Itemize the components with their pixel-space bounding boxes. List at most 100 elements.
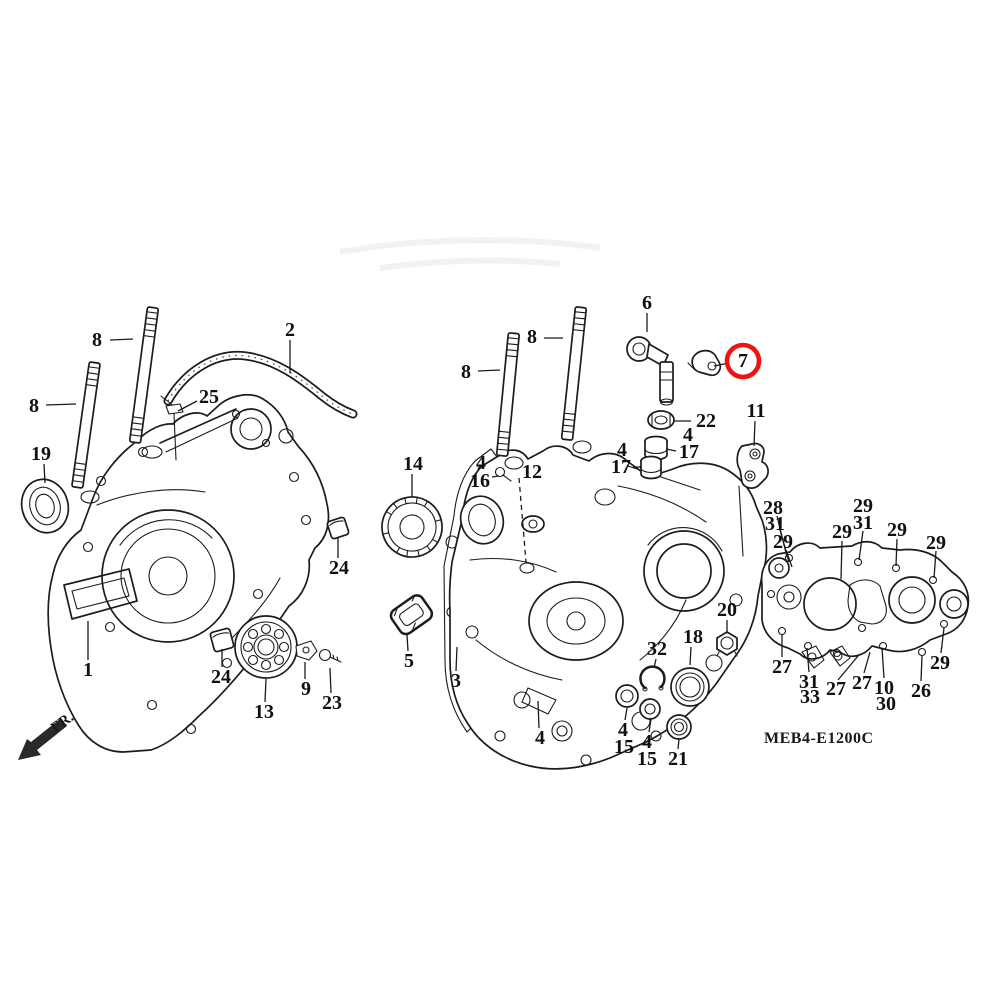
part-label-15: 15 bbox=[637, 748, 657, 770]
part-label-15: 15 bbox=[614, 736, 634, 758]
part-label-11: 11 bbox=[747, 400, 766, 422]
rubber-mount-17-upper bbox=[644, 435, 668, 461]
leader-line-4 bbox=[537, 700, 540, 729]
nut-20 bbox=[716, 631, 738, 657]
ball-bearing-13 bbox=[234, 615, 298, 679]
leader-line-8 bbox=[109, 338, 134, 341]
part-label-18: 18 bbox=[683, 626, 703, 648]
part-label-10: 10 bbox=[874, 677, 894, 699]
part-label-4: 4 bbox=[617, 439, 627, 461]
part-label-12: 12 bbox=[522, 461, 542, 483]
part-label-13: 13 bbox=[254, 701, 274, 723]
bushing-24-lower bbox=[209, 627, 235, 653]
part-label-17: 17 bbox=[611, 456, 631, 478]
part-label-7: 7 bbox=[738, 350, 748, 372]
leader-line-17 bbox=[665, 448, 677, 452]
part-label-4: 4 bbox=[476, 452, 486, 474]
part-label-27: 27 bbox=[852, 672, 872, 694]
part-label-23: 23 bbox=[322, 692, 342, 714]
part-label-31: 31 bbox=[799, 671, 819, 693]
part-label-29: 29 bbox=[887, 519, 907, 541]
bolt-23 bbox=[318, 648, 342, 663]
bracket-11 bbox=[736, 442, 769, 557]
leader-line-19 bbox=[43, 463, 46, 484]
part-label-21: 21 bbox=[668, 748, 688, 770]
part-label-30: 30 bbox=[876, 693, 896, 715]
leader-line-29 bbox=[840, 540, 843, 580]
bushing-15-right bbox=[639, 698, 661, 720]
scan-artifacts bbox=[339, 237, 601, 271]
part-label-3: 3 bbox=[451, 670, 461, 692]
part-label-2: 2 bbox=[285, 319, 295, 341]
part-label-27: 27 bbox=[772, 656, 792, 678]
front-arrow-icon bbox=[18, 718, 67, 760]
grommet-22 bbox=[647, 410, 675, 430]
part-label-4: 4 bbox=[535, 727, 545, 749]
rubber-cushion-5 bbox=[389, 594, 434, 636]
clip-25 bbox=[165, 403, 184, 461]
leader-line-8 bbox=[45, 403, 77, 406]
part-label-6: 6 bbox=[642, 292, 652, 314]
leader-line-10 bbox=[881, 647, 885, 679]
leader-line-4 bbox=[624, 707, 628, 721]
leader-line-5 bbox=[406, 634, 409, 652]
part-label-4: 4 bbox=[642, 731, 652, 753]
part-label-4: 4 bbox=[683, 424, 693, 446]
part-label-31: 31 bbox=[765, 513, 785, 535]
diagram-code: MEB4-E1200C bbox=[764, 730, 874, 747]
leader-line-31 bbox=[858, 530, 864, 561]
part-label-29: 29 bbox=[832, 521, 852, 543]
part-label-8: 8 bbox=[527, 326, 537, 348]
leader-line-23 bbox=[329, 667, 332, 694]
clamp-7-highlighted-part bbox=[687, 349, 722, 377]
part-label-25: 25 bbox=[199, 386, 219, 408]
leader-line-29 bbox=[785, 549, 793, 568]
part-label-33: 33 bbox=[800, 686, 820, 708]
front-direction-marker: FR. bbox=[18, 709, 77, 760]
part-label-9: 9 bbox=[301, 678, 311, 700]
flange-bolt-16 bbox=[494, 466, 512, 482]
clip-9 bbox=[295, 640, 318, 661]
leader-line-27 bbox=[837, 655, 859, 681]
breather-joint-6 bbox=[626, 336, 674, 406]
part-label-29: 29 bbox=[926, 532, 946, 554]
leader-line-29 bbox=[933, 550, 937, 579]
oil-seal-18 bbox=[670, 667, 710, 707]
part-label-31: 31 bbox=[853, 512, 873, 534]
bushing-24-upper bbox=[326, 516, 350, 540]
oil-seal-21 bbox=[666, 714, 692, 740]
part-label-16: 16 bbox=[470, 470, 490, 492]
leader-line-25 bbox=[177, 400, 198, 412]
snap-ring-32 bbox=[639, 665, 666, 692]
part-label-19: 19 bbox=[31, 443, 51, 465]
part-label-29: 29 bbox=[853, 495, 873, 517]
part-label-26: 26 bbox=[911, 680, 931, 702]
leader-line-16 bbox=[491, 475, 500, 478]
part-label-27: 27 bbox=[826, 678, 846, 700]
leader-line-27 bbox=[863, 651, 871, 674]
cylinder-stud-bolts bbox=[71, 306, 588, 489]
leader-line-29 bbox=[940, 627, 945, 654]
oil-seal-16 bbox=[459, 495, 505, 545]
bushing-15-left bbox=[615, 684, 639, 708]
leader-line-32 bbox=[653, 658, 657, 669]
leader-line-31 bbox=[779, 529, 790, 563]
part-label-17: 17 bbox=[679, 441, 699, 463]
part-label-28: 28 bbox=[763, 497, 783, 519]
part-label-1: 1 bbox=[83, 659, 93, 681]
part-label-5: 5 bbox=[404, 650, 414, 672]
leader-line-3 bbox=[455, 646, 458, 672]
part-label-24: 24 bbox=[211, 666, 231, 688]
leader-line-13 bbox=[264, 678, 267, 703]
part-label-29: 29 bbox=[930, 652, 950, 674]
leader-line-31 bbox=[806, 647, 810, 673]
needle-bearing-14 bbox=[381, 496, 443, 558]
leader-line-8 bbox=[477, 369, 501, 372]
leader-line-29 bbox=[895, 538, 898, 567]
part-label-32: 32 bbox=[647, 638, 667, 660]
leader-line-21 bbox=[677, 738, 680, 750]
part-label-20: 20 bbox=[717, 599, 737, 621]
part-label-8: 8 bbox=[29, 395, 39, 417]
